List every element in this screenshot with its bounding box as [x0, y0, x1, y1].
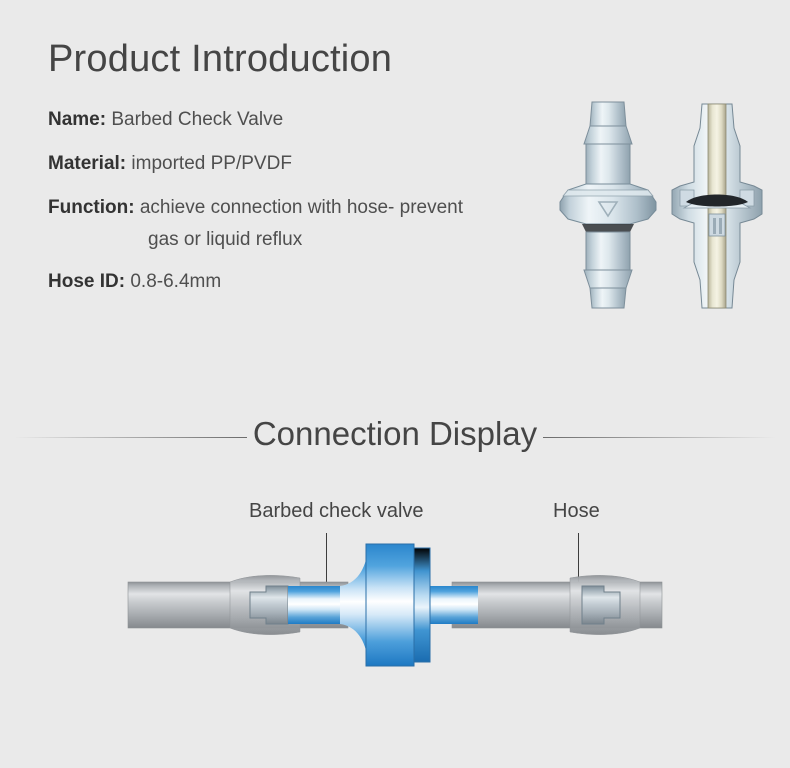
product-introduction-section: Product Introduction Name: Barbed Check …: [48, 38, 784, 314]
section-divider: Connection Display: [0, 404, 790, 470]
spec-label-function: Function:: [48, 197, 135, 218]
valve-cross-section-render: [671, 103, 763, 309]
spec-row-material: Material: imported PP/PVDF: [48, 152, 568, 175]
divider-rule-left: [14, 436, 247, 438]
spec-row-function: Function: achieve connection with hose- …: [48, 196, 568, 251]
connection-assembly-svg: [127, 543, 663, 667]
barb-right: [581, 585, 621, 625]
connection-display-section: Barbed check valve Hose: [0, 470, 790, 768]
callout-leader-line-hose: [578, 533, 579, 599]
connection-assembly-diagram: [110, 530, 690, 720]
spec-row-name: Name: Barbed Check Valve: [48, 108, 568, 131]
divider-rule-right: [543, 436, 777, 438]
barb-left: [249, 585, 289, 625]
spec-list: Name: Barbed Check Valve Material: impor…: [48, 108, 568, 314]
valve-body: [288, 543, 478, 667]
spec-value-material: imported PP/PVDF: [131, 153, 292, 174]
valve-exterior-render: [559, 101, 657, 309]
spec-value-name: Barbed Check Valve: [111, 109, 284, 130]
callout-label-hose: Hose: [553, 500, 600, 522]
spec-value-hose-id: 0.8-6.4mm: [130, 271, 222, 292]
spec-label-material: Material:: [48, 153, 127, 174]
valve-flange-secondary: [413, 547, 431, 663]
product-photo-svg: [559, 101, 763, 309]
flow-direction-triangle-icon: [597, 201, 619, 218]
product-photo: [556, 86, 784, 314]
valve-flange: [365, 543, 415, 667]
spec-label-hose-id: Hose ID:: [48, 271, 126, 292]
spec-value-function-continuation: gas or liquid reflux: [148, 229, 303, 250]
section-title: Connection Display: [252, 415, 538, 452]
page-title: Product Introduction: [48, 38, 393, 80]
spec-value-function: achieve connection with hose- prevent: [139, 197, 464, 218]
callout-leader-line-valve: [326, 533, 327, 599]
callout-label-barbed-check-valve: Barbed check valve: [249, 500, 424, 522]
spec-label-name: Name:: [48, 109, 107, 130]
spec-row-hose-id: Hose ID: 0.8-6.4mm: [48, 270, 568, 293]
